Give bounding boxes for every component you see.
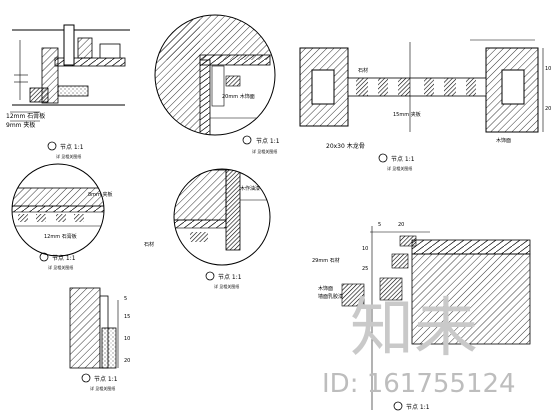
detail-title: 节点 1:1 bbox=[60, 143, 84, 151]
callout-c5: 石材 bbox=[358, 67, 368, 74]
detail-number-circle bbox=[378, 153, 388, 163]
callout-c10: 木作油漆 bbox=[240, 185, 260, 192]
callout-c12: 29mm 石材 bbox=[312, 257, 340, 264]
dim-label: 15 bbox=[124, 314, 130, 320]
watermark-id: ID: 161755124 bbox=[322, 369, 516, 399]
detail-note: 详 见相关图纸 bbox=[56, 153, 81, 159]
callout-c6: 15mm 夹板 bbox=[393, 111, 421, 118]
callout-c14: 墙面乳胶漆 bbox=[318, 293, 343, 300]
dim-label: 10 bbox=[124, 336, 130, 342]
detail-number-circle bbox=[242, 135, 252, 145]
detail-number-circle bbox=[47, 141, 57, 151]
detail-title: 节点 1:1 bbox=[256, 137, 280, 145]
detail-number-circle bbox=[393, 401, 403, 411]
detail-number-circle bbox=[205, 271, 215, 281]
detail-title: 节点 1:1 bbox=[52, 254, 76, 262]
callout-c11: 石材 bbox=[144, 241, 154, 248]
detail-note: 详 见相关图纸 bbox=[48, 264, 73, 270]
detail-7: 5 15 10 20 节点 1:1 详 见相关图纸 bbox=[69, 287, 130, 391]
detail-6: 木作油漆 石材 节点 1:1 详 见相关图纸 bbox=[144, 168, 271, 289]
detail-9: 29mm 石材 木饰面 墙面乳胶漆 5 20 10 25 节点 1:1 bbox=[312, 222, 531, 411]
detail-2: 8mm 夹板 12mm 石膏板 节点 1:1 详 见相关图纸 bbox=[11, 163, 113, 270]
detail-title: 节点 1:1 bbox=[218, 273, 242, 281]
detail-title: 节点 1:1 bbox=[94, 375, 118, 383]
detail-5: 石材 15mm 夹板 20x30 木龙骨 木饰面 10 20 节点 1:1 详 … bbox=[299, 39, 551, 171]
dim-label: 25 bbox=[362, 266, 368, 272]
detail-note: 详 见相关图纸 bbox=[387, 165, 412, 171]
dim-label: 5 bbox=[124, 296, 127, 302]
callout-c4: 20mm 木饰面 bbox=[222, 93, 255, 100]
callout-c13: 木饰面 bbox=[318, 285, 333, 292]
detail-title: 节点 1:1 bbox=[406, 403, 430, 411]
detail-1: 12mm 石膏板 9mm 夹板 节点 1:1 详 见相关图纸 bbox=[6, 24, 130, 159]
callout-c2: 9mm 夹板 bbox=[6, 121, 35, 129]
callout-c3: 20x30 木龙骨 bbox=[326, 142, 365, 150]
dim-label: 20 bbox=[124, 358, 130, 364]
detail-note: 详 见相关图纸 bbox=[252, 148, 277, 154]
callout-c1: 12mm 石膏板 bbox=[6, 112, 45, 120]
watermark-brand: 知未 bbox=[350, 292, 478, 366]
dim-label: 20 bbox=[398, 222, 404, 228]
watermark: 知未 ID: 161755124 bbox=[322, 292, 516, 399]
detail-note: 详 见相关图纸 bbox=[214, 283, 239, 289]
detail-note: 详 见相关图纸 bbox=[90, 385, 115, 391]
dim-label: 20 bbox=[545, 106, 551, 112]
dim-label: 10 bbox=[545, 66, 551, 72]
callout-c9: 12mm 石膏板 bbox=[44, 233, 77, 240]
detail-title: 节点 1:1 bbox=[391, 155, 415, 163]
dim-label: 5 bbox=[378, 222, 381, 228]
dim-label: 10 bbox=[362, 246, 368, 252]
detail-4: 20mm 木饰面 节点 1:1 详 见相关图纸 bbox=[154, 14, 280, 154]
callout-c7: 木饰面 bbox=[496, 137, 511, 144]
detail-number-circle bbox=[39, 252, 49, 262]
callout-c8: 8mm 夹板 bbox=[88, 191, 113, 198]
detail-number-circle bbox=[81, 373, 91, 383]
